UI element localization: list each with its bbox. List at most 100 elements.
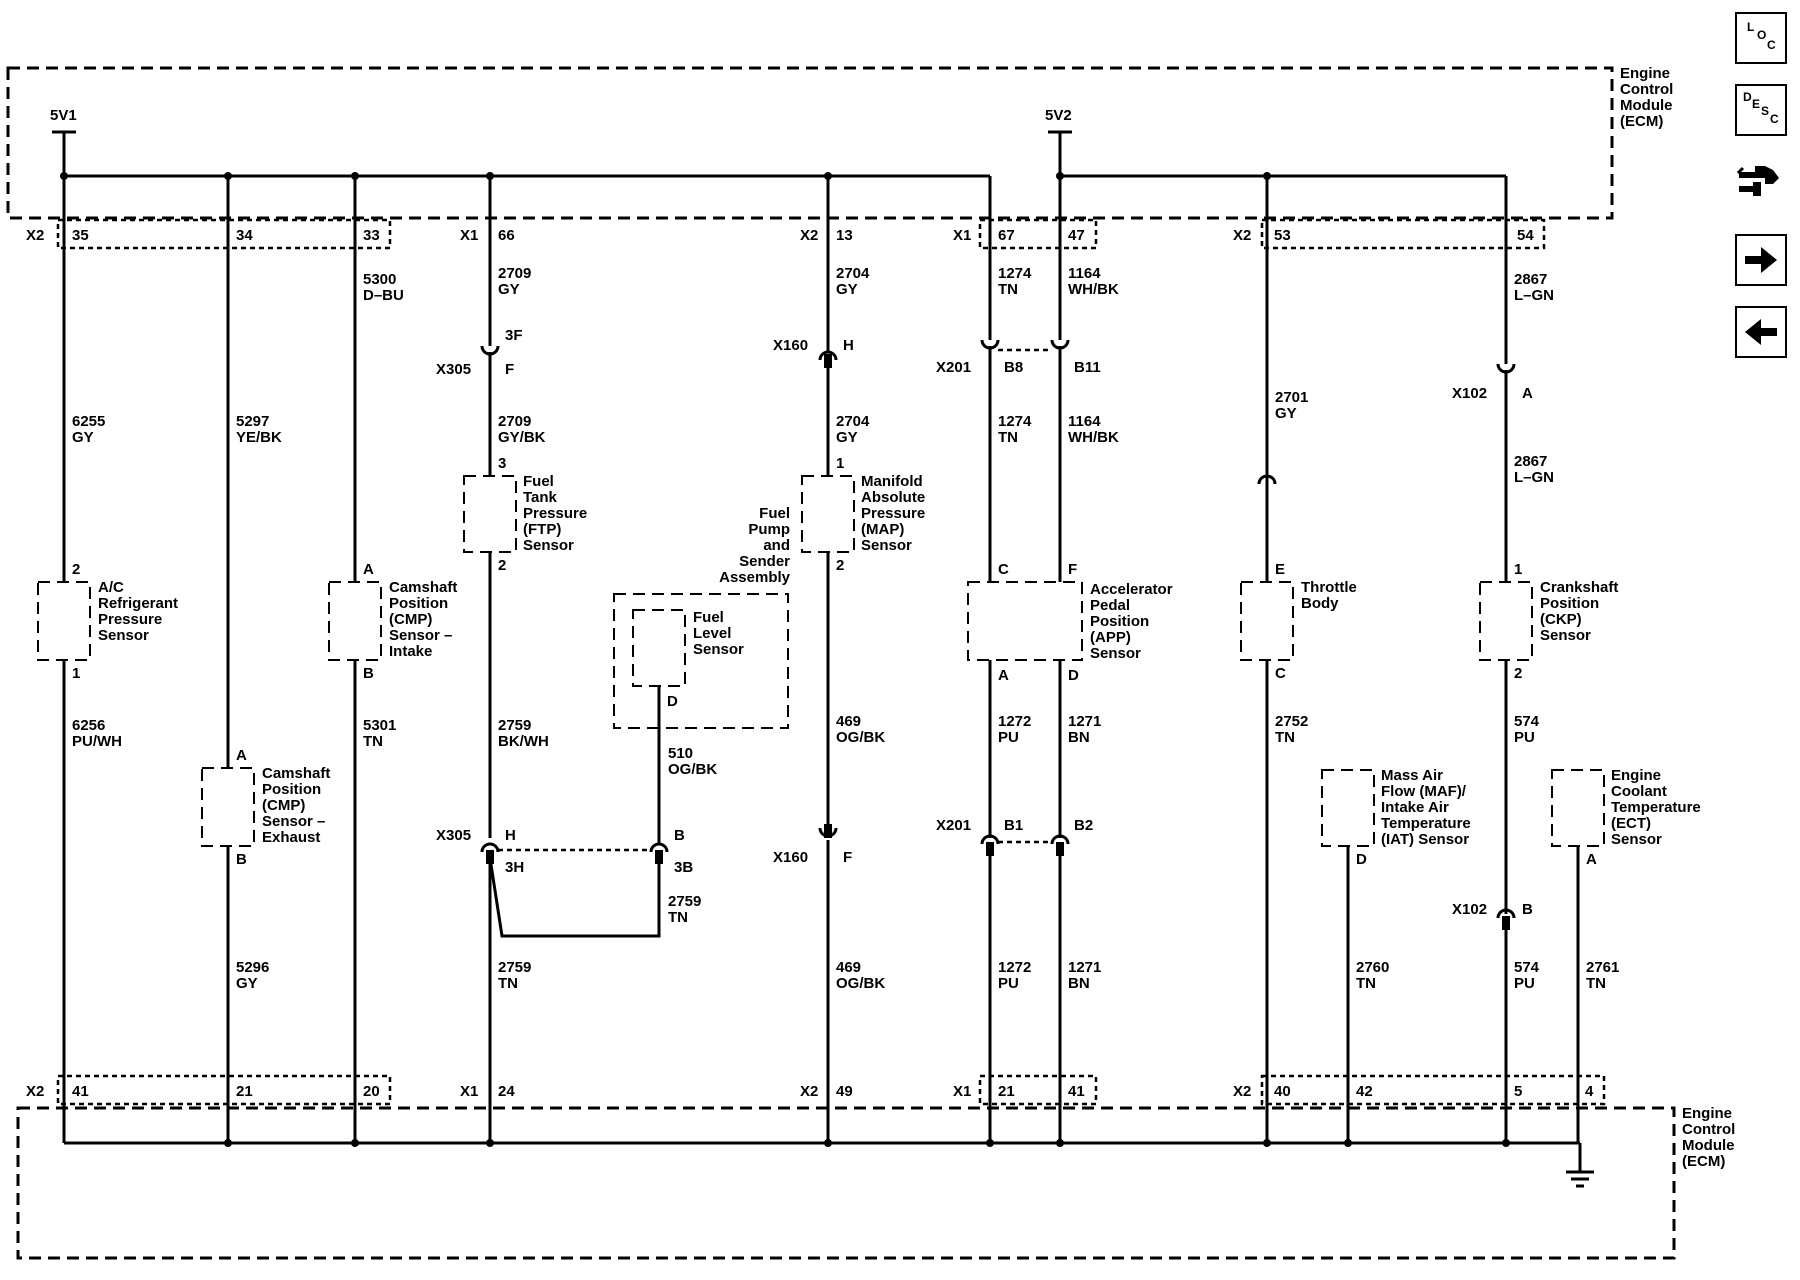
ftp-sensor-label: Fuel Tank Pressure (FTP) Sensor [523,473,587,554]
svg-text:Module: Module [1620,97,1673,114]
map-sensor-label: Manifold Absolute Pressure (MAP) Sensor [861,473,925,554]
svg-text:B2: B2 [1074,817,1093,834]
svg-text:C: C [998,561,1009,578]
svg-text:H: H [505,827,516,844]
svg-text:(ECM): (ECM) [1620,113,1663,130]
svg-text:GY: GY [498,281,520,298]
svg-text:X305: X305 [436,361,471,378]
svg-text:(ECM): (ECM) [1682,1153,1725,1170]
ecm-boundary-bottom [16,1106,1676,1260]
svg-text:L–GN: L–GN [1514,469,1554,486]
svg-text:Intake: Intake [389,643,432,660]
svg-text:D: D [1356,851,1367,868]
connector-button[interactable] [1735,156,1787,208]
svg-text:X1: X1 [460,1083,478,1100]
svg-text:1271: 1271 [1068,713,1101,730]
svg-text:2704: 2704 [836,413,870,430]
desc-button[interactable]: D E S C [1735,84,1787,136]
arrow-right-icon [1745,247,1777,273]
loc-button[interactable]: L O C [1735,12,1787,64]
svg-text:Module: Module [1682,1137,1735,1154]
map-sensor [801,475,855,553]
svg-text:OG/BK: OG/BK [836,729,885,746]
app-sensor-label: Accelerator Pedal Position (APP) Sensor [1090,581,1173,662]
svg-text:X1: X1 [953,1083,971,1100]
ect-sensor-label: Engine Coolant Temperature (ECT) Sensor [1611,767,1701,848]
svg-text:67: 67 [998,227,1015,244]
svg-text:TN: TN [1275,729,1295,746]
svg-text:469: 469 [836,959,861,976]
svg-text:Exhaust: Exhaust [262,829,320,846]
ckp-sensor-label: Crankshaft Position (CKP) Sensor [1540,579,1618,644]
top-connector-c2: X1 66 [460,227,515,244]
svg-text:2709: 2709 [498,265,531,282]
svg-text:574: 574 [1514,959,1540,976]
x201-inline-lower: X201 B1 B2 [936,817,1093,856]
svg-text:2752: 2752 [1275,713,1308,730]
svg-text:33: 33 [363,227,380,244]
bottom-connector-c2: X1 24 [460,1083,515,1100]
svg-text:5297: 5297 [236,413,269,430]
top-connector-c3: X2 13 [800,227,853,244]
svg-text:2701: 2701 [1275,389,1308,406]
svg-text:53: 53 [1274,227,1291,244]
svg-text:GY: GY [236,975,258,992]
svg-text:BN: BN [1068,729,1090,746]
svg-text:Accelerator: Accelerator [1090,581,1173,598]
app-sensor [967,581,1083,661]
svg-text:X201: X201 [936,359,971,376]
svg-text:and: and [763,537,790,554]
svg-text:Throttle: Throttle [1301,579,1357,596]
svg-text:20: 20 [363,1083,380,1100]
svg-text:TN: TN [998,429,1018,446]
svg-text:D–BU: D–BU [363,287,404,304]
svg-text:Position: Position [1540,595,1599,612]
svg-text:X1: X1 [953,227,971,244]
maf-iat-sensor-label: Mass Air Flow (MAF)/ Intake Air Temperat… [1381,767,1471,848]
ecm-label-bottom: Engine Control Module (ECM) [1682,1105,1735,1170]
previous-button[interactable] [1735,306,1787,358]
svg-text:Control: Control [1620,81,1673,98]
svg-text:B: B [674,827,685,844]
svg-text:3B: 3B [674,859,693,876]
svg-text:TN: TN [1356,975,1376,992]
svg-text:40: 40 [1274,1083,1291,1100]
wire-2759-jumper [488,857,661,938]
x305-inline-upper: X305 3F F [436,327,523,378]
top-connector-c1: X2 35 34 33 [26,227,380,244]
svg-text:X2: X2 [1233,227,1251,244]
svg-text:TN: TN [363,733,383,750]
svg-text:F: F [1068,561,1077,578]
svg-text:E: E [1275,561,1285,578]
svg-text:A: A [236,747,247,764]
svg-text:B8: B8 [1004,359,1023,376]
svg-text:X2: X2 [1233,1083,1251,1100]
svg-text:B: B [236,851,247,868]
svg-text:3H: 3H [505,859,524,876]
svg-text:Manifold: Manifold [861,473,923,490]
svg-text:1: 1 [836,455,844,472]
svg-text:GY: GY [836,429,858,446]
svg-text:2: 2 [836,557,844,574]
top-connector-c5: X2 53 54 [1233,227,1534,244]
next-button[interactable] [1735,234,1787,286]
svg-text:TN: TN [998,281,1018,298]
svg-text:PU/WH: PU/WH [72,733,122,750]
ect-sensor [1551,769,1605,847]
supply-label-5v2: 5V2 [1045,107,1072,124]
svg-text:X1: X1 [460,227,478,244]
svg-text:PU: PU [1514,729,1535,746]
